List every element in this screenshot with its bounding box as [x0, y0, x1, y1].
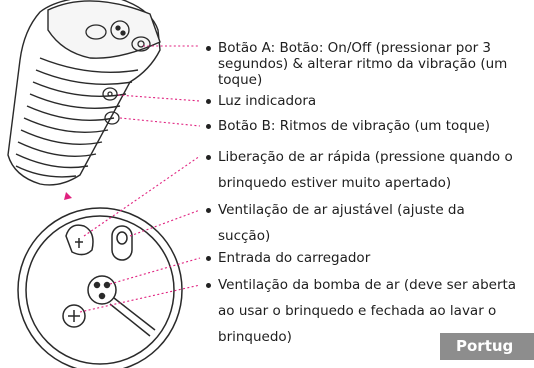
arrow-icon [64, 192, 72, 200]
pump-vent [62, 304, 86, 328]
annotation-button-b: Botão B: Ritmos de vibração (um toque) [206, 118, 534, 134]
language-badge: Portug [440, 333, 534, 360]
annotation-pump-vent: Ventilação da bomba de ar (deve ser aber… [206, 272, 534, 350]
cap-button-center [110, 20, 130, 40]
bullet-dot [206, 46, 211, 51]
annotation-button-b-text: Botão B: Ritmos de vibração (um toque) [218, 118, 490, 134]
annotation-charger-port: Entrada do carregador [206, 250, 518, 266]
annotation-pump-vent-text: Ventilação da bomba de ar (deve ser aber… [218, 277, 517, 345]
bullet-dot [206, 283, 211, 288]
side-button-b [104, 111, 120, 125]
side-buttons [102, 87, 120, 125]
side-button-a [102, 87, 118, 101]
annotation-quick-release: Liberação de ar rápida (pressione quando… [206, 144, 534, 196]
annotation-indicator-light-text: Luz indicadora [218, 93, 317, 109]
quick-release-valve [65, 224, 94, 256]
annotation-button-a-text: Botão A: Botão: On/Off (pressionar por 3… [218, 40, 508, 88]
cap-controls [85, 20, 151, 52]
bullet-dot [206, 99, 211, 104]
charger-port [87, 275, 117, 305]
bullet-dot [206, 155, 211, 160]
bottom-view [17, 207, 183, 368]
bullet-dot [206, 124, 211, 129]
cap-button-left [85, 24, 107, 40]
bullet-dot [206, 208, 211, 213]
adjustable-vent [111, 225, 133, 261]
cap-button-right [131, 36, 151, 52]
leader-lines [79, 45, 201, 313]
annotation-charger-port-text: Entrada do carregador [218, 250, 371, 266]
bullet-dot [206, 256, 211, 261]
annotation-quick-release-text: Liberação de ar rápida (pressione quando… [218, 149, 513, 191]
annotation-indicator-light: Luz indicadora [206, 93, 534, 109]
annotation-adjustable-vent: Ventilação de ar ajustável (ajuste da su… [206, 197, 518, 249]
device-body [7, 0, 161, 186]
annotation-adjustable-vent-text: Ventilação de ar ajustável (ajuste da su… [218, 202, 465, 244]
annotation-button-a: Botão A: Botão: On/Off (pressionar por 3… [206, 40, 534, 88]
